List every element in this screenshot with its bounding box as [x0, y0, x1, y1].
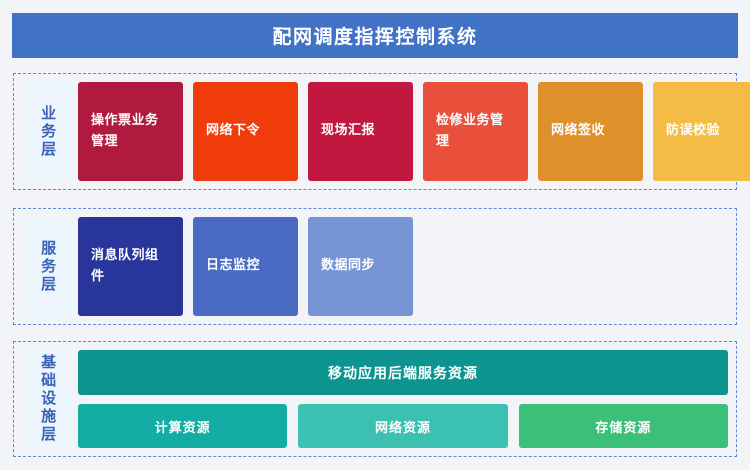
- layer-label-service: 服务层: [22, 217, 73, 316]
- service-row-spacer: [423, 217, 728, 316]
- layer-label-infrastructure: 基础设施层: [22, 350, 73, 448]
- layer-label-business: 业务层: [22, 82, 73, 181]
- layer-service: 服务层 消息队列组件 日志监控 数据同步: [13, 208, 737, 325]
- card-network-resource[interactable]: 网络资源: [298, 404, 508, 448]
- card-network-signoff[interactable]: 网络签收: [538, 82, 643, 181]
- card-data-sync[interactable]: 数据同步: [308, 217, 413, 316]
- card-operation-ticket[interactable]: 操作票业务管理: [78, 82, 183, 181]
- card-log-monitor[interactable]: 日志监控: [193, 217, 298, 316]
- card-site-report[interactable]: 现场汇报: [308, 82, 413, 181]
- business-cards-row: 操作票业务管理 网络下令 现场汇报 检修业务管理 网络签收 防误校验: [78, 82, 750, 181]
- card-mobile-backend-resource[interactable]: 移动应用后端服务资源: [78, 350, 728, 395]
- layer-business: 业务层 操作票业务管理 网络下令 现场汇报 检修业务管理 网络签收 防误校验: [13, 73, 750, 190]
- card-network-order[interactable]: 网络下令: [193, 82, 298, 181]
- card-error-prevention[interactable]: 防误校验: [653, 82, 750, 181]
- card-message-queue[interactable]: 消息队列组件: [78, 217, 183, 316]
- layer-infrastructure: 基础设施层 移动应用后端服务资源 计算资源 网络资源 存储资源: [13, 341, 737, 457]
- infrastructure-stack: 移动应用后端服务资源 计算资源 网络资源 存储资源: [78, 350, 728, 448]
- service-cards-row: 消息队列组件 日志监控 数据同步: [78, 217, 728, 316]
- infrastructure-cards-row: 计算资源 网络资源 存储资源: [78, 404, 728, 448]
- card-storage-resource[interactable]: 存储资源: [518, 404, 728, 448]
- card-compute-resource[interactable]: 计算资源: [78, 404, 288, 448]
- card-maintenance-mgmt[interactable]: 检修业务管理: [423, 82, 528, 181]
- app-header: 配网调度指挥控制系统: [12, 13, 738, 58]
- page-title: 配网调度指挥控制系统: [272, 26, 478, 48]
